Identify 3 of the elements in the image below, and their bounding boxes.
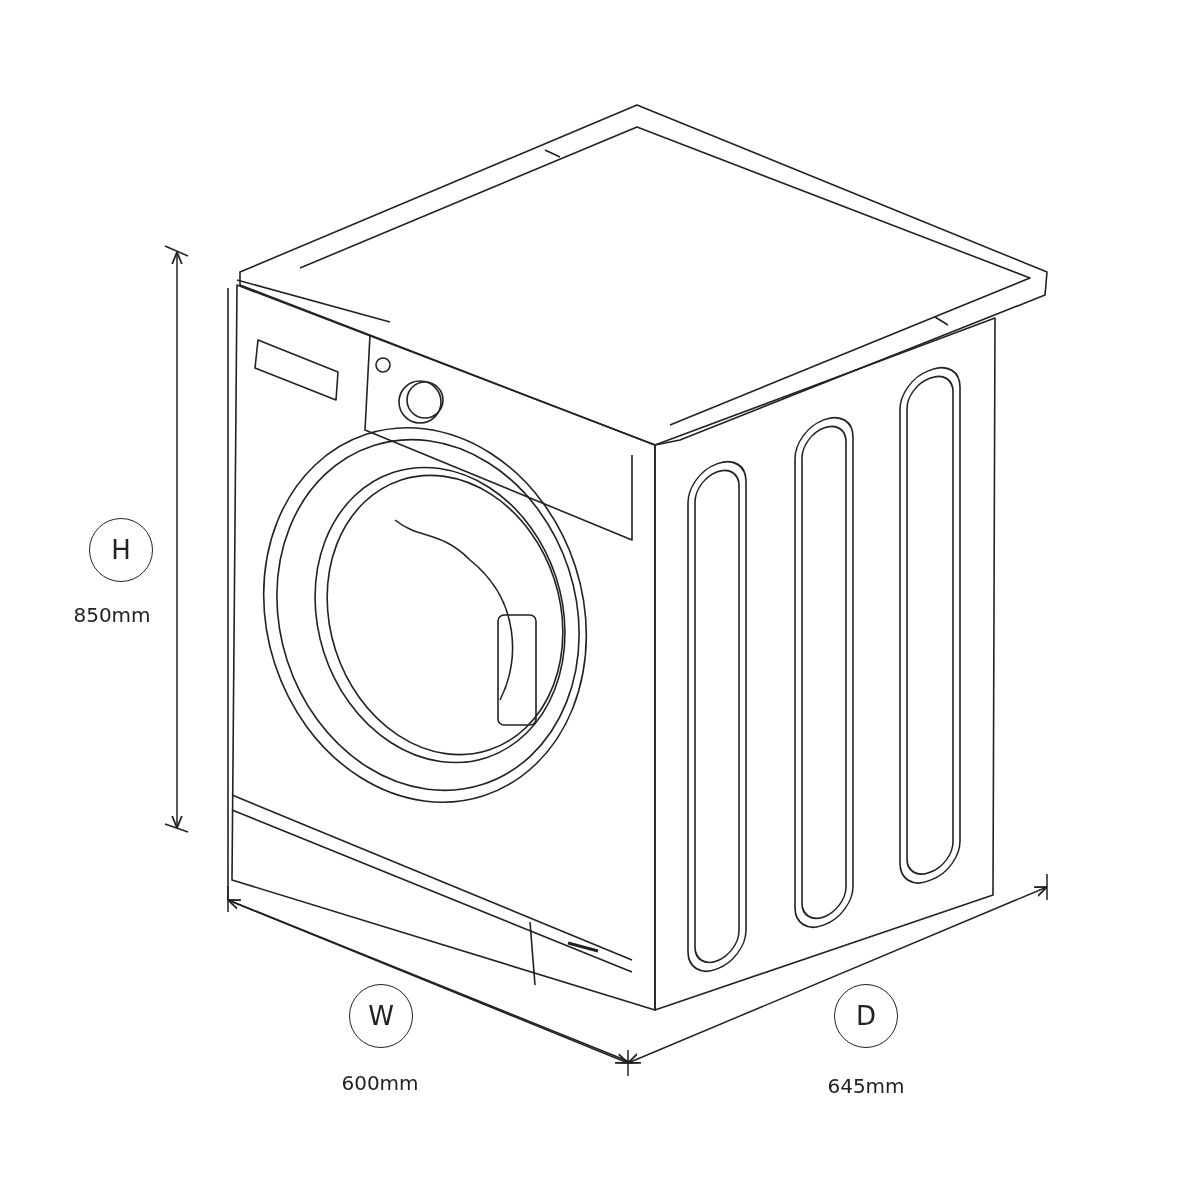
dimension-value: 645mm [827, 1074, 905, 1098]
dimension-value: 850mm [73, 603, 151, 627]
dimension-value: 600mm [341, 1071, 419, 1095]
